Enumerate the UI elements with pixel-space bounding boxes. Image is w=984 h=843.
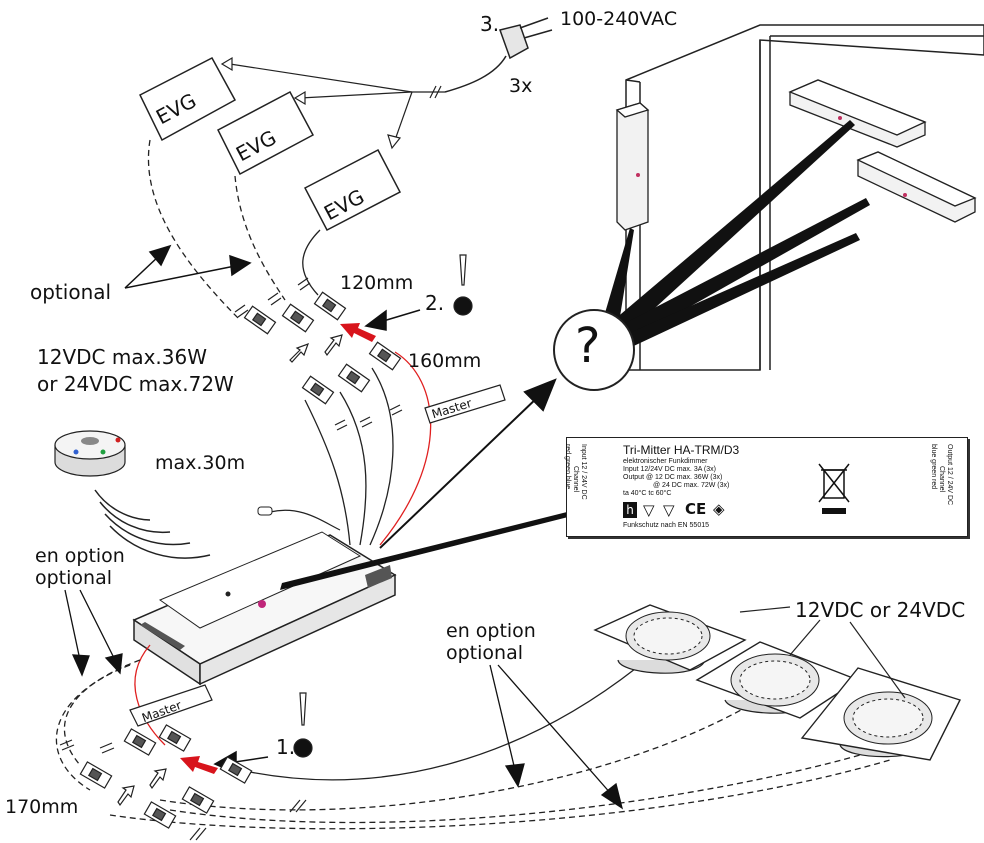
evg-box-1 bbox=[139, 56, 237, 142]
ac-voltage-label: 100-240VAC bbox=[560, 8, 678, 30]
count-label: 3x bbox=[509, 75, 533, 97]
range-label: max.30m bbox=[155, 452, 246, 474]
plate-right-side-3: blue green red bbox=[930, 444, 937, 490]
top-insert-arrows bbox=[289, 334, 343, 363]
en-option-left-label: en option bbox=[35, 545, 125, 567]
red-arrow-top bbox=[340, 323, 376, 342]
plate-title: Tri-Mitter HA-TRM/D3 bbox=[623, 443, 740, 457]
power-plug bbox=[444, 17, 553, 93]
bottom-break-marks bbox=[59, 739, 307, 841]
question-pointers bbox=[600, 120, 870, 350]
led-light-1 bbox=[593, 604, 747, 674]
weee-bin-icon bbox=[818, 463, 850, 514]
antenna-wire bbox=[257, 506, 341, 531]
evg-box-3 bbox=[303, 148, 402, 232]
dimmer-module bbox=[132, 531, 397, 686]
question-arrow bbox=[379, 378, 557, 549]
optional-left-label: optional bbox=[35, 567, 113, 589]
h-mark-icon: h bbox=[623, 502, 637, 518]
lights-voltage-label: 12VDC or 24VDC bbox=[795, 598, 966, 622]
plate-output-12: Output @ 12 DC max. 36W (3x) bbox=[623, 474, 723, 481]
red-arrow-bottom bbox=[180, 756, 218, 774]
en-option-mid-label: en option bbox=[446, 620, 536, 642]
plate-temps: ta 40°C tc 60°C bbox=[623, 490, 672, 497]
question-mark: ? bbox=[575, 318, 601, 374]
cabinet-module-mid bbox=[856, 151, 977, 223]
step-3-label: 3. bbox=[480, 12, 500, 36]
dimmer-input-wires bbox=[304, 351, 432, 546]
length-170-label: 170mm bbox=[5, 796, 79, 818]
optional-dashed-wires-top bbox=[147, 139, 286, 321]
evg-box-2 bbox=[217, 90, 315, 176]
bottom-dashed-wires bbox=[55, 659, 891, 830]
exclamation-bottom bbox=[293, 692, 313, 758]
type-plate: Input 12 / 24V DC Channel red green blue… bbox=[564, 437, 968, 537]
plate-left-side-1: Input 12 / 24V DC bbox=[580, 444, 587, 500]
power-24v-label: or 24VDC max.72W bbox=[37, 372, 234, 396]
break-marks bbox=[234, 277, 403, 431]
radio-waves bbox=[94, 489, 211, 559]
step-2-label: 2. bbox=[425, 291, 445, 315]
plate-right-side-1: Output 12 / 24V DC bbox=[946, 444, 953, 506]
callout-arrows bbox=[124, 244, 421, 775]
top-connectors bbox=[243, 291, 402, 405]
bottom-insert-arrows bbox=[117, 768, 167, 807]
question-circle bbox=[553, 309, 635, 391]
led-light-3 bbox=[800, 667, 961, 761]
optional-mid-label: optional bbox=[446, 642, 524, 664]
master-tag-bottom bbox=[129, 684, 213, 727]
evg3-output-wire bbox=[302, 229, 321, 296]
cabinet-module-side bbox=[615, 102, 650, 231]
plate-subtitle: elektronischer Funkdimmer bbox=[623, 458, 708, 465]
voltage-leaders bbox=[739, 606, 906, 699]
power-12v-label: 12VDC max.36W bbox=[37, 345, 208, 369]
plate-output-24: @ 24 DC max. 72W (3x) bbox=[653, 482, 730, 489]
m-mark-icon-1: ▽ bbox=[643, 501, 655, 519]
ce-mark-icon: CE bbox=[685, 500, 707, 518]
exclamation-top bbox=[453, 254, 473, 316]
plate-left-side-2: Channel bbox=[572, 466, 579, 493]
m-mark-icon-2: ▽ bbox=[663, 501, 675, 519]
length-120-label: 120mm bbox=[340, 272, 414, 294]
master-tag-top bbox=[424, 384, 506, 424]
length-160-label: 160mm bbox=[408, 350, 482, 372]
optional-label-top: optional bbox=[30, 280, 112, 304]
bottom-output-wires bbox=[134, 644, 641, 781]
bottom-connectors bbox=[79, 724, 253, 829]
plate-left-side-3: red green blue bbox=[564, 444, 571, 490]
cabinet-module-top bbox=[788, 79, 927, 148]
plate-input: Input 12/24V DC max. 3A (3x) bbox=[623, 466, 716, 473]
ac-wiring bbox=[220, 56, 445, 150]
plate-pointer bbox=[280, 510, 576, 590]
safety-mark-icon: ◈ bbox=[713, 500, 725, 518]
plate-right-side-2: Channel bbox=[938, 466, 945, 493]
remote-control bbox=[54, 430, 126, 477]
led-light-2 bbox=[695, 641, 860, 719]
plate-footer: Funkschutz nach EN 55015 bbox=[623, 522, 709, 529]
step-1-label: 1. bbox=[276, 735, 296, 759]
optional-arrows-bottom bbox=[64, 589, 624, 810]
